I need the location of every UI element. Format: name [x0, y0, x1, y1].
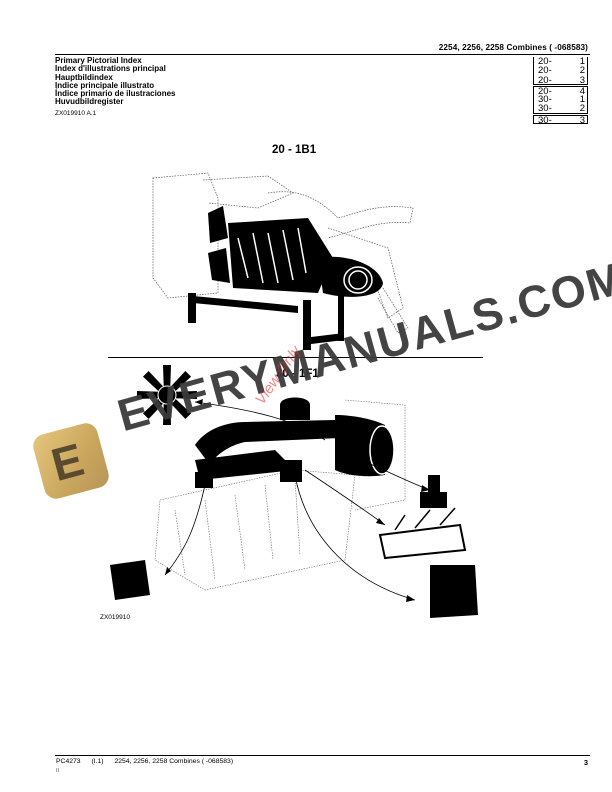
index-page-box: 20-1 20-2 20-3 20-4 30-1 30-2 30-3	[533, 57, 588, 125]
footer-doc-id: PC4273	[56, 758, 81, 765]
index-entry[interactable]: 20-4	[533, 85, 588, 96]
header-rule	[55, 54, 590, 56]
footer-title: 2254, 2256, 2258 Combines ( -068583)	[114, 758, 234, 765]
figure-label-bottom[interactable]: 30 - 1F1	[276, 368, 319, 380]
footer-rule	[55, 755, 590, 757]
figure-id-label: ZX019910	[100, 614, 130, 621]
index-titles: Primary Pictorial Index Index d'illustra…	[55, 56, 176, 107]
index-entry[interactable]: 20-3	[533, 75, 588, 85]
figure-label-top[interactable]: 20 - 1B1	[272, 144, 317, 156]
index-entry[interactable]: 20-1	[533, 57, 588, 66]
index-title-es: Índice primario de ilustraciones	[55, 89, 176, 99]
footer-info: PC4273 (I.1) 2254, 2256, 2258 Combines (…	[56, 758, 242, 765]
index-title-en: Primary Pictorial Index	[55, 56, 142, 65]
index-title-fr: Index d'illustrations principal	[55, 64, 166, 74]
footer-revision: (I.1)	[91, 758, 104, 765]
index-title-it: Indice principale illustrato	[55, 80, 155, 90]
index-title-de: Hauptbildindex	[55, 72, 113, 82]
engine-fuel-cooling-icon[interactable]	[95, 360, 515, 620]
index-entry[interactable]: 30-2	[533, 104, 588, 114]
page-number: 3	[583, 758, 588, 767]
figure-reference: ZX019910 A.1	[55, 110, 97, 117]
fan-icon	[137, 365, 197, 425]
index-entry[interactable]: 30-1	[533, 95, 588, 105]
footer-sub: II	[56, 768, 60, 774]
engine-assembly-icon[interactable]	[148, 168, 418, 353]
page-header-title: 2254, 2256, 2258 Combines ( -068583)	[438, 43, 588, 52]
index-entry[interactable]: 30-3	[533, 114, 588, 125]
figure-separator	[108, 357, 483, 359]
index-title-sv: Huvudbildregister	[55, 97, 124, 107]
index-entry[interactable]: 20-2	[533, 66, 588, 76]
